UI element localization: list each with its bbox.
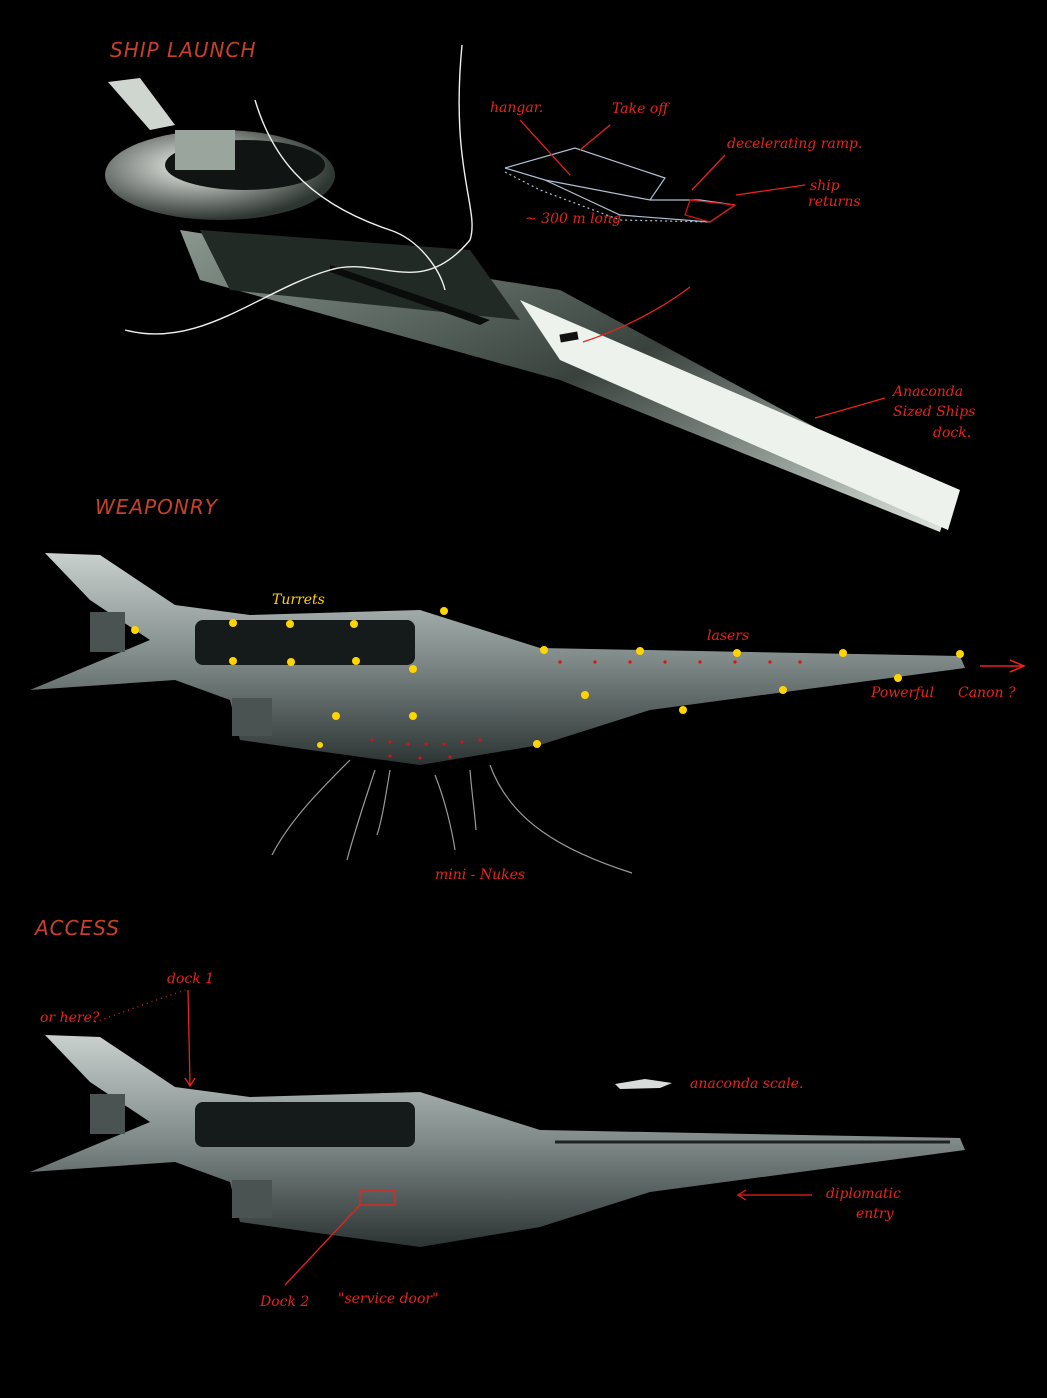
note-entry: entry <box>856 1206 895 1222</box>
note-anaconda-scale: anaconda scale. <box>690 1076 803 1092</box>
weaponry-annotations: Turrets lasers Powerful Canon ? mini - N… <box>272 592 1026 883</box>
note-anaconda: Anaconda <box>891 384 963 400</box>
section-title-weaponry: WEAPONRY <box>95 495 219 519</box>
note-decelerating-ramp: decelerating ramp. <box>727 136 862 152</box>
note-dock: dock. <box>933 425 971 441</box>
note-dock-2: Dock 2 <box>259 1294 309 1310</box>
hangar-diagram <box>504 147 737 223</box>
nuke-trajectories <box>271 759 633 874</box>
turret-markers <box>131 607 964 748</box>
ship-perspective-render <box>105 78 960 532</box>
service-door-marker <box>359 1189 396 1206</box>
note-returns: returns <box>808 194 861 210</box>
note-or-here: or here? <box>40 1010 100 1026</box>
section-title-launch: SHIP LAUNCH <box>110 38 256 62</box>
note-hangar: hangar. <box>490 100 543 116</box>
note-dock-1: dock 1 <box>167 971 214 987</box>
nuke-markers <box>370 738 482 760</box>
note-length: ~ 300 m long <box>525 211 621 227</box>
access-annotations: dock 1 or here? anaconda scale. diplomat… <box>40 971 901 1310</box>
note-canon: Canon ? <box>958 685 1016 701</box>
note-powerful: Powerful <box>870 685 934 701</box>
note-take-off: Take off <box>612 101 670 117</box>
note-turrets: Turrets <box>272 592 325 608</box>
launch-annotations: hangar. Take off decelerating ramp. ship… <box>490 100 975 441</box>
anaconda-scale-ship <box>615 1079 672 1089</box>
laser-markers <box>558 660 802 664</box>
note-mini-nukes: mini - Nukes <box>435 867 525 883</box>
ship-side-render-access <box>30 1035 965 1247</box>
access-section: ACCESS dock 1 or here? anaconda scale. d… <box>30 916 965 1310</box>
arrow-right-icon <box>980 659 1026 673</box>
section-title-access: ACCESS <box>33 916 120 940</box>
weaponry-section: WEAPONRY <box>30 495 1026 883</box>
ship-side-render-weaponry <box>30 553 965 765</box>
note-lasers: lasers <box>707 628 749 644</box>
flight-path-line <box>124 44 473 335</box>
note-ship: ship <box>810 178 840 194</box>
ship-launch-section: SHIP LAUNCH hangar. Take off deceleratin… <box>105 38 975 532</box>
note-service-door: "service door" <box>338 1291 439 1307</box>
note-diplomatic: diplomatic <box>826 1186 901 1202</box>
note-sized-ships: Sized Ships <box>893 404 975 420</box>
flight-path-line-2 <box>254 99 446 291</box>
